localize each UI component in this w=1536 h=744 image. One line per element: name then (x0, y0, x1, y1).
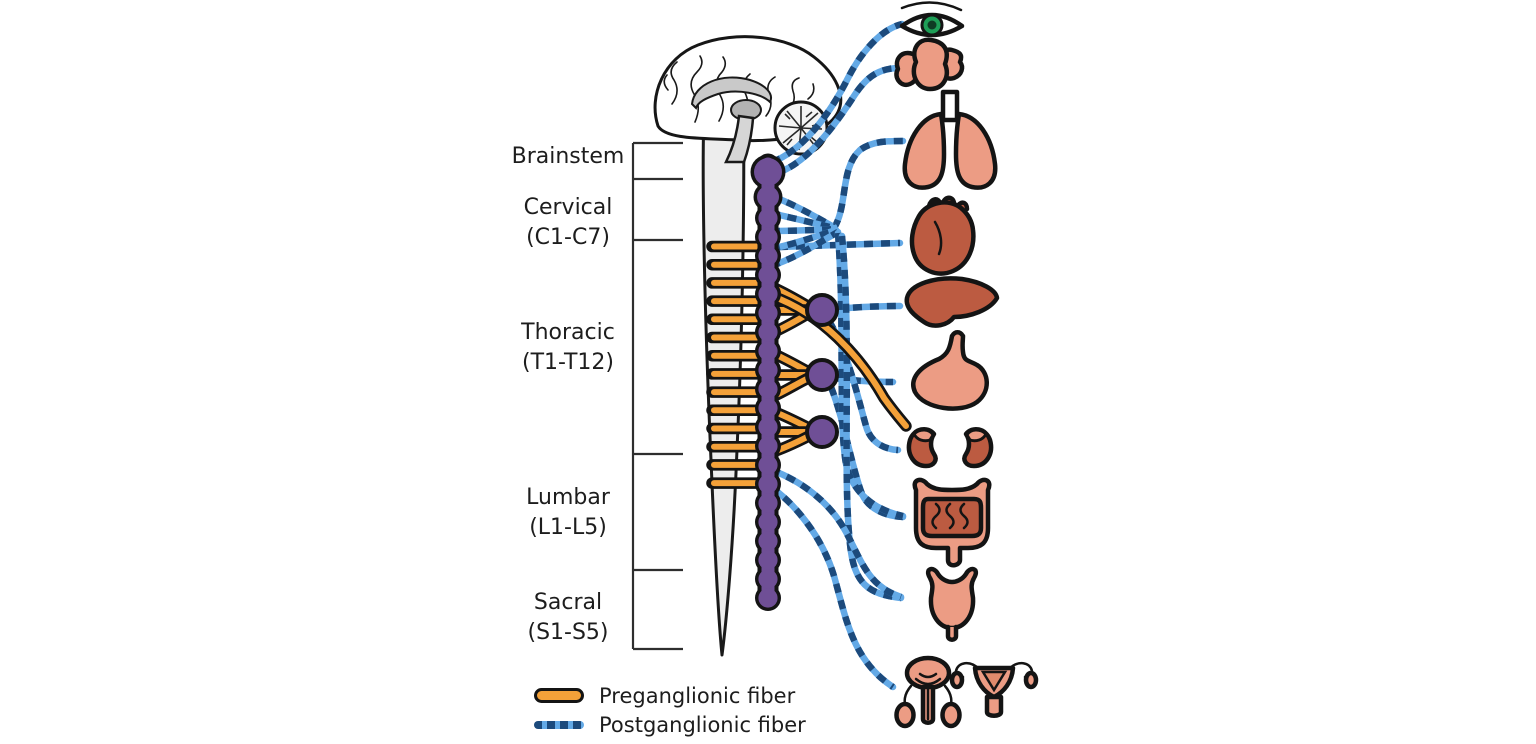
legend-row-preganglionic: Preganglionic fiber (534, 681, 806, 710)
sympathetic-chain (750, 153, 786, 611)
legend: Preganglionic fiber Postganglionic fiber (534, 681, 806, 739)
salivary-glands-icon (894, 37, 965, 92)
organs-column (894, 1, 1039, 729)
eye-icon (899, 1, 965, 38)
label-sacral: Sacral (S1-S5) (527, 590, 609, 645)
kidneys-icon (906, 426, 994, 469)
female-reproductive-icon (949, 662, 1039, 718)
celiac-ganglion (805, 293, 839, 327)
stomach-icon (911, 330, 989, 411)
collateral-ganglia (805, 293, 839, 449)
region-bracket (631, 141, 683, 651)
intestines-icon (912, 477, 992, 568)
liver-icon (904, 276, 1000, 328)
label-cervical: Cervical (C1-C7) (523, 195, 613, 250)
postganglionic-fiber-swatch-icon (534, 720, 584, 729)
label-thoracic: Thoracic (T1-T12) (521, 320, 615, 375)
postganglionic-label: Postganglionic fiber (599, 712, 806, 737)
legend-row-postganglionic: Postganglionic fiber (534, 710, 806, 739)
superior-mesenteric-ganglion (805, 358, 839, 392)
heart-icon (909, 195, 976, 276)
brainstem-shape (723, 114, 755, 164)
preganglionic-fiber-swatch-icon (534, 688, 584, 703)
male-reproductive-icon (894, 655, 962, 729)
label-brainstem: Brainstem (511, 144, 625, 169)
bladder-icon (925, 566, 979, 642)
preganglionic-label: Preganglionic fiber (599, 683, 796, 708)
brain-illustration (653, 35, 843, 164)
label-lumbar: Lumbar (L1-L5) (526, 485, 610, 540)
lungs-icon (902, 89, 998, 190)
inferior-mesenteric-ganglion (805, 415, 839, 449)
corpus-callosum (690, 76, 772, 110)
